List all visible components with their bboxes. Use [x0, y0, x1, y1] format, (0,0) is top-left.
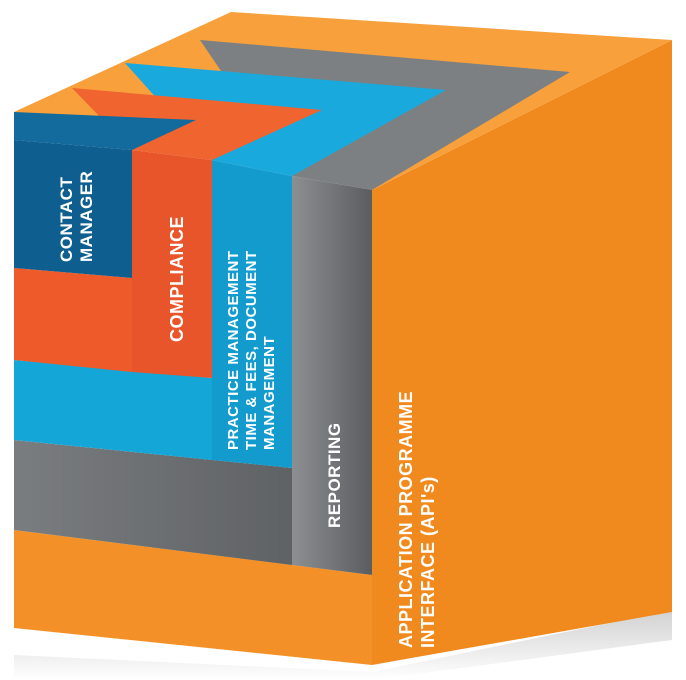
- label-compliance: COMPLIANCE: [167, 216, 187, 342]
- label-api: APPLICATION PROGRAMME INTERFACE (API's): [396, 385, 438, 648]
- layer-contact-manager-shape: [14, 112, 196, 278]
- label-contact-manager: CONTACT MANAGER: [57, 171, 96, 262]
- label-reporting: REPORTING: [325, 422, 344, 528]
- label-practice-management: PRACTICE MANAGEMENT TIME & FEES, DOCUMEN…: [225, 246, 278, 450]
- floor-shadow: [14, 610, 672, 680]
